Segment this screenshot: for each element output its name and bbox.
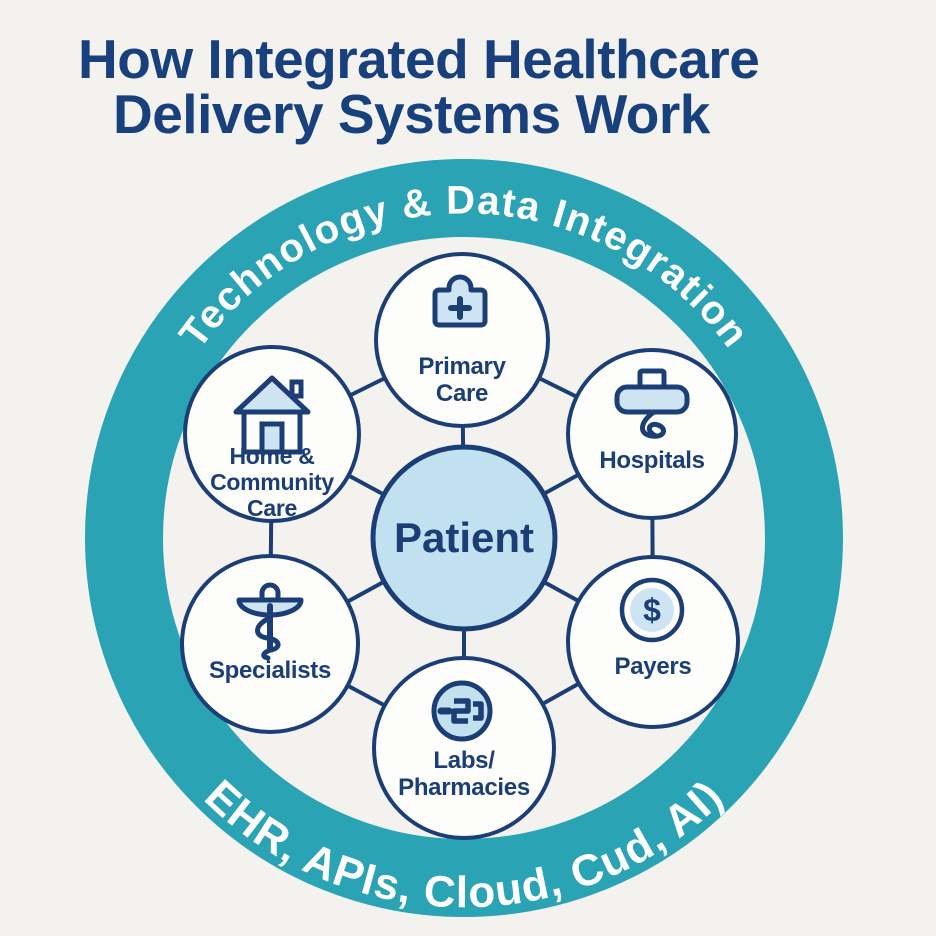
node-hospitals: Hospitals (566, 348, 738, 520)
medical-bag-icon (432, 274, 488, 328)
page-title-line-2: Delivery Systems Work (113, 83, 711, 145)
node-primary-care: Primary Care (374, 252, 550, 428)
primary-care-label-line-1: Primary (418, 353, 506, 380)
patient-hub: Patient (370, 444, 558, 632)
node-labs-pharmacies: Labs/ Pharmacies (372, 656, 556, 840)
house-icon (233, 375, 311, 455)
node-payers: $ Payers (566, 555, 740, 729)
node-specialists: Specialists (180, 554, 360, 734)
primary-care-label-line-2: Care (436, 380, 488, 407)
dollar-sign-glyph: $ (643, 592, 661, 628)
medical-cross-icon (614, 368, 690, 439)
primary-care-circle (374, 252, 550, 428)
specialists-label: Specialists (209, 657, 331, 684)
home-community-label-line-2: Community (210, 469, 334, 495)
hospitals-label: Hospitals (599, 447, 704, 474)
labs-pharmacies-label-line-2: Pharmacies (398, 774, 530, 801)
pharmacy-symbol-icon (431, 680, 493, 742)
page-title-line-1: How Integrated Healthcare (78, 28, 759, 90)
payers-label: Payers (615, 653, 692, 680)
labs-pharmacies-label-line-1: Labs/ (433, 747, 495, 774)
labs-pharmacies-circle (372, 656, 556, 840)
home-community-label-line-3: Care (247, 495, 297, 521)
bowl-of-hygieia-icon (236, 582, 304, 661)
home-community-label-line-1: Home & (229, 443, 314, 469)
node-home-community-care: Home & Community Care (183, 345, 361, 523)
patient-circle (370, 444, 558, 632)
integration-ring (85, 159, 843, 917)
dollar-coin-icon: $ (619, 577, 685, 643)
patient-label: Patient (394, 514, 534, 561)
